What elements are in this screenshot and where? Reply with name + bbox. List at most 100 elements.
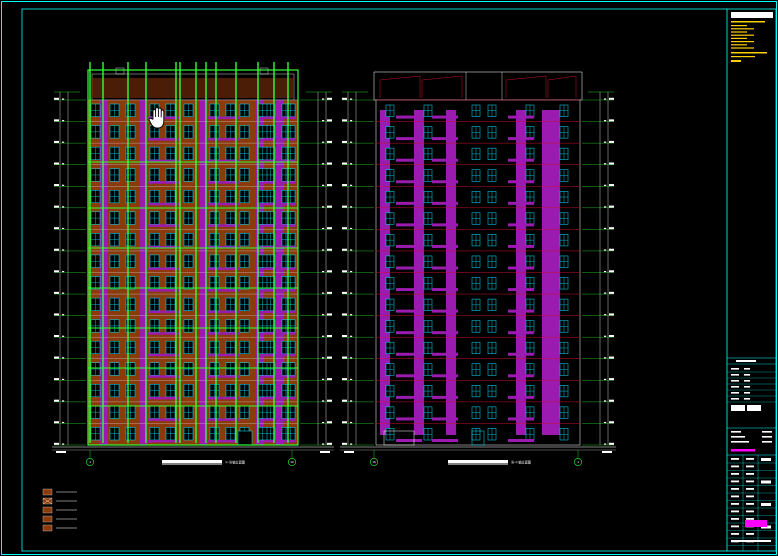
table-cell (731, 473, 739, 475)
balcony-rail (508, 158, 534, 162)
level-marker (327, 399, 332, 402)
title-block (727, 12, 776, 551)
axis-bubble (86, 458, 94, 466)
dimension-tick (350, 443, 353, 445)
table-cell (731, 495, 739, 498)
dimension-tick (62, 141, 65, 143)
dimension-tick (322, 98, 325, 100)
table-cell (746, 465, 754, 468)
balcony-rail (396, 395, 422, 399)
balcony-rail (396, 223, 422, 227)
dimension-tick (62, 357, 65, 359)
balcony-rail (148, 440, 180, 443)
dimension-tick (62, 206, 65, 208)
level-marker (327, 162, 332, 165)
level-marker (54, 356, 59, 359)
level-marker (327, 140, 332, 143)
balcony-rail (208, 332, 240, 335)
balcony-rail (396, 374, 422, 378)
balcony-rail (508, 223, 534, 227)
garage-door (383, 430, 415, 446)
level-marker (54, 248, 59, 251)
note-line (731, 31, 747, 33)
level-marker (327, 184, 332, 187)
dimension-tick (322, 400, 325, 402)
dimension-tick (350, 357, 353, 359)
dimension-tick (62, 163, 65, 165)
level-marker (327, 205, 332, 208)
stamp-area (747, 405, 761, 411)
balcony-rail (396, 180, 422, 184)
roof-stair-tower (259, 67, 269, 75)
balcony-rail (396, 244, 422, 248)
table-cell (731, 525, 739, 528)
elevation-title: ⑯-①轴立面图 (511, 460, 531, 465)
balcony-rail (432, 158, 458, 162)
dimension-tick (604, 292, 607, 294)
drawing-number-highlight (745, 520, 767, 527)
dimension-tick (350, 120, 353, 122)
material-legend (42, 488, 77, 532)
level-marker (54, 184, 59, 187)
dimension-tick (62, 421, 65, 424)
note-line (731, 28, 754, 30)
dimension-tick (62, 335, 65, 337)
balcony-rail (264, 245, 296, 249)
dimension-tick (62, 400, 65, 402)
dimension-tick (604, 357, 607, 359)
level-marker (609, 119, 614, 122)
stamp-area (731, 405, 745, 411)
balcony-rail (396, 417, 422, 421)
dimension-tick (350, 314, 353, 316)
balcony-rail (264, 202, 296, 206)
level-marker (327, 442, 332, 445)
note-line (731, 21, 765, 23)
axis-label: 16 (290, 460, 294, 464)
signature-cell (761, 480, 771, 484)
level-marker (609, 227, 614, 230)
roof-gable (505, 75, 547, 98)
level-marker (327, 356, 332, 359)
dimension-tick (62, 184, 65, 186)
balcony-rail (432, 137, 458, 141)
level-marker (342, 205, 347, 208)
balcony-rail (208, 418, 240, 421)
drawing-inner-frame (21, 8, 777, 552)
level-marker (342, 184, 347, 187)
dimension-tick (350, 184, 353, 186)
table-cell (731, 386, 739, 388)
balcony-rail (396, 331, 422, 335)
dimension-tick (322, 184, 325, 186)
level-marker (327, 421, 332, 424)
balcony-rail (208, 353, 240, 357)
level-marker (342, 378, 347, 381)
level-marker (342, 140, 347, 143)
level-marker (609, 313, 614, 316)
dimension-tick (62, 120, 65, 122)
note-line (731, 25, 747, 27)
balcony-rail (508, 115, 534, 119)
dimension-tick (350, 163, 353, 165)
entrance-door (471, 430, 485, 446)
project-info (731, 441, 749, 443)
balcony-rail (148, 418, 180, 421)
dimension-tick (322, 120, 325, 122)
note-line (731, 41, 754, 43)
elevation-title-bar (162, 460, 222, 464)
balcony-rail (208, 116, 240, 120)
axis-bubble (370, 458, 378, 466)
dimension-tick (604, 271, 607, 273)
level-marker (609, 291, 614, 294)
dimension-tick (350, 98, 353, 100)
balcony-rail (264, 181, 296, 184)
level-marker (342, 270, 347, 273)
balcony-rail (508, 417, 534, 421)
table-cell (731, 518, 739, 520)
balcony-rail (264, 440, 296, 443)
elevation-title-bar (448, 460, 508, 464)
ground-level-label (344, 451, 354, 453)
balcony-rail (208, 289, 240, 292)
